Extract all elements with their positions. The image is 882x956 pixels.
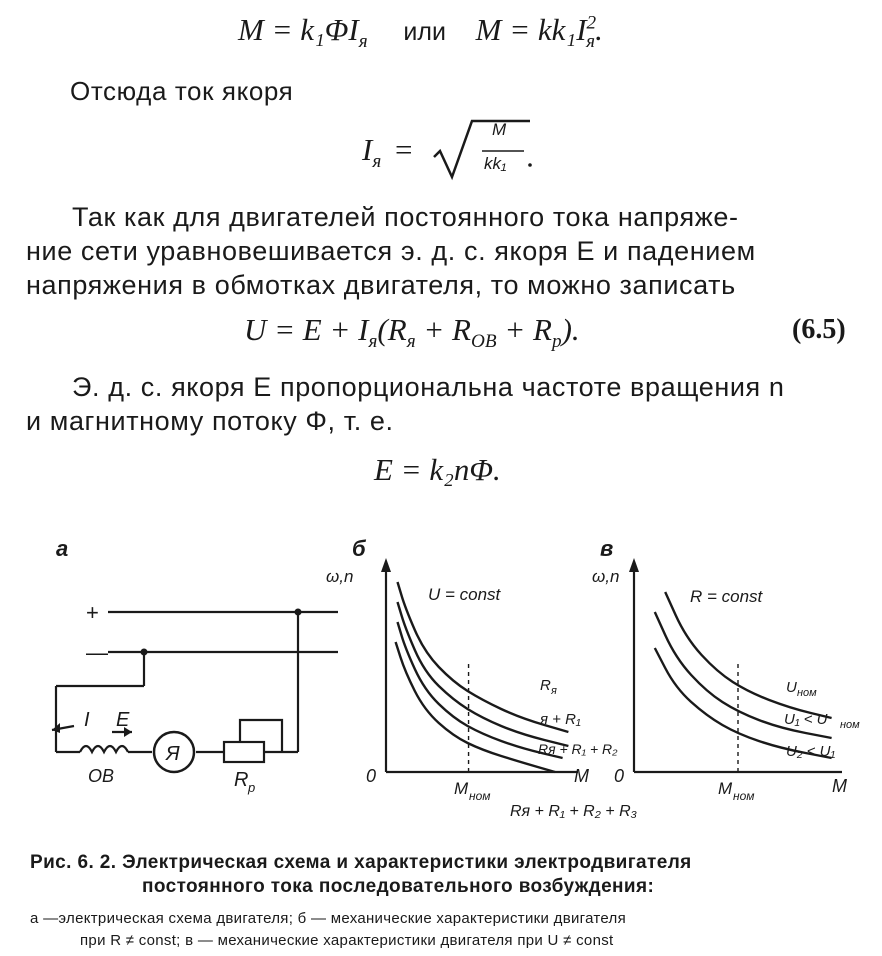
emf-arrow-icon xyxy=(124,727,132,737)
chart-panel-b xyxy=(381,558,578,774)
paragraph-3-line-1: Э. д. с. якоря E пропорциональна частоте… xyxy=(72,372,785,402)
sqrt-symbol xyxy=(433,119,532,181)
b-mnom-label: M xyxy=(454,779,469,798)
equation-torque: M = k₁ΦIя или M = kk₁I2я. xyxy=(238,12,603,53)
junction-node-plus xyxy=(294,608,302,616)
b-yaxis-label: ω,n xyxy=(326,567,353,586)
c-curve-3 xyxy=(653,647,832,760)
equation-emf: E = k₂nΦ. xyxy=(374,452,501,487)
b-origin: 0 xyxy=(366,766,376,786)
b-curve-label-3: Rя + R₁ + R₂ xyxy=(538,741,618,757)
label-Rp-sub: р xyxy=(247,780,255,795)
c-condition: R = const xyxy=(690,587,764,606)
paragraph-2-line-1: Так как для двигателей постоянного тока … xyxy=(72,202,739,232)
terminal-minus: — xyxy=(86,640,108,665)
paragraph-3-line-2: и магнитному потоку Φ, т. е. xyxy=(26,406,394,436)
circuit-wires xyxy=(51,610,338,764)
c-curve-label-3: U₂ < U₁ xyxy=(786,743,835,760)
figure-6-2: а + — Я I E ОВ R р б ω,n 0 M M ном U = c… xyxy=(51,536,860,820)
label-Rp: R xyxy=(234,769,248,791)
c-y-arrow-icon xyxy=(629,558,639,572)
b-condition: U = const xyxy=(428,585,502,604)
c-curve-label-1: U xyxy=(786,679,797,696)
b-curve-3 xyxy=(396,621,563,760)
equation-number: (6.5) xyxy=(792,314,846,345)
chart-panel-c xyxy=(629,558,842,774)
paragraph-armature-current: Отсюда ток якоря xyxy=(70,76,294,106)
c-curve-label-2: U₁ < U xyxy=(784,711,828,728)
paragraph-2-line-3: напряжения в обмотках двигателя, то можн… xyxy=(26,270,736,300)
c-curve-label-1-sub: ном xyxy=(797,687,817,699)
b-mnom-sub: ном xyxy=(469,789,491,803)
label-E: E xyxy=(116,709,130,731)
caption-title-line-1: Рис. 6. 2. Электрическая схема и характе… xyxy=(30,852,692,873)
c-mnom-label: M xyxy=(718,779,733,798)
c-mnom-sub: ном xyxy=(733,789,755,803)
b-curve-2 xyxy=(396,601,569,748)
b-curve-label-4: Rя + R₁ + R₂ + R₃ xyxy=(510,803,637,820)
label-I: I xyxy=(84,709,90,731)
c-yaxis-label: ω,n xyxy=(592,567,619,586)
panel-label-b: б xyxy=(352,536,367,561)
panel-label-a: а xyxy=(56,536,68,561)
panel-label-c: в xyxy=(600,536,613,561)
c-origin: 0 xyxy=(614,766,624,786)
caption-title-line-2: постоянного тока последовательного возбу… xyxy=(142,876,655,897)
b-curve-label-1: R xyxy=(540,677,551,694)
fraction-numerator: M xyxy=(492,120,507,139)
c-curve-2 xyxy=(653,611,832,740)
terminal-plus: + xyxy=(86,600,99,625)
c-curve-1 xyxy=(664,591,832,720)
paragraph-2-line-2: ние сети уравновешивается э. д. с. якоря… xyxy=(26,236,756,266)
c-curve-label-2-sub: ном xyxy=(840,719,860,731)
current-arrow-icon xyxy=(52,723,60,733)
caption-legend-line-2: при R ≠ const; в — механические характер… xyxy=(80,932,614,949)
caption-legend-line-1: а —электрическая схема двигателя; б — ме… xyxy=(30,910,627,927)
equation-6-5: U = E + Iя(Rя + RОВ + Rр). xyxy=(244,312,580,353)
equation-current-sqrt: Iя = xyxy=(362,132,413,173)
junction-node-minus xyxy=(140,648,148,656)
label-OB: ОВ xyxy=(88,766,114,786)
c-xaxis-label: M xyxy=(832,776,847,796)
motor-armature xyxy=(152,730,196,774)
motor-label: Я xyxy=(165,743,180,765)
b-curve-label-2: я + R₁ xyxy=(539,711,581,728)
b-y-arrow-icon xyxy=(381,558,391,572)
b-curve-4 xyxy=(394,641,556,774)
b-xaxis-label: M xyxy=(574,766,589,786)
b-curve-label-1-sub: я xyxy=(550,685,557,697)
fraction-denominator: kk₁ xyxy=(484,154,507,173)
b-curve-1 xyxy=(396,581,569,734)
